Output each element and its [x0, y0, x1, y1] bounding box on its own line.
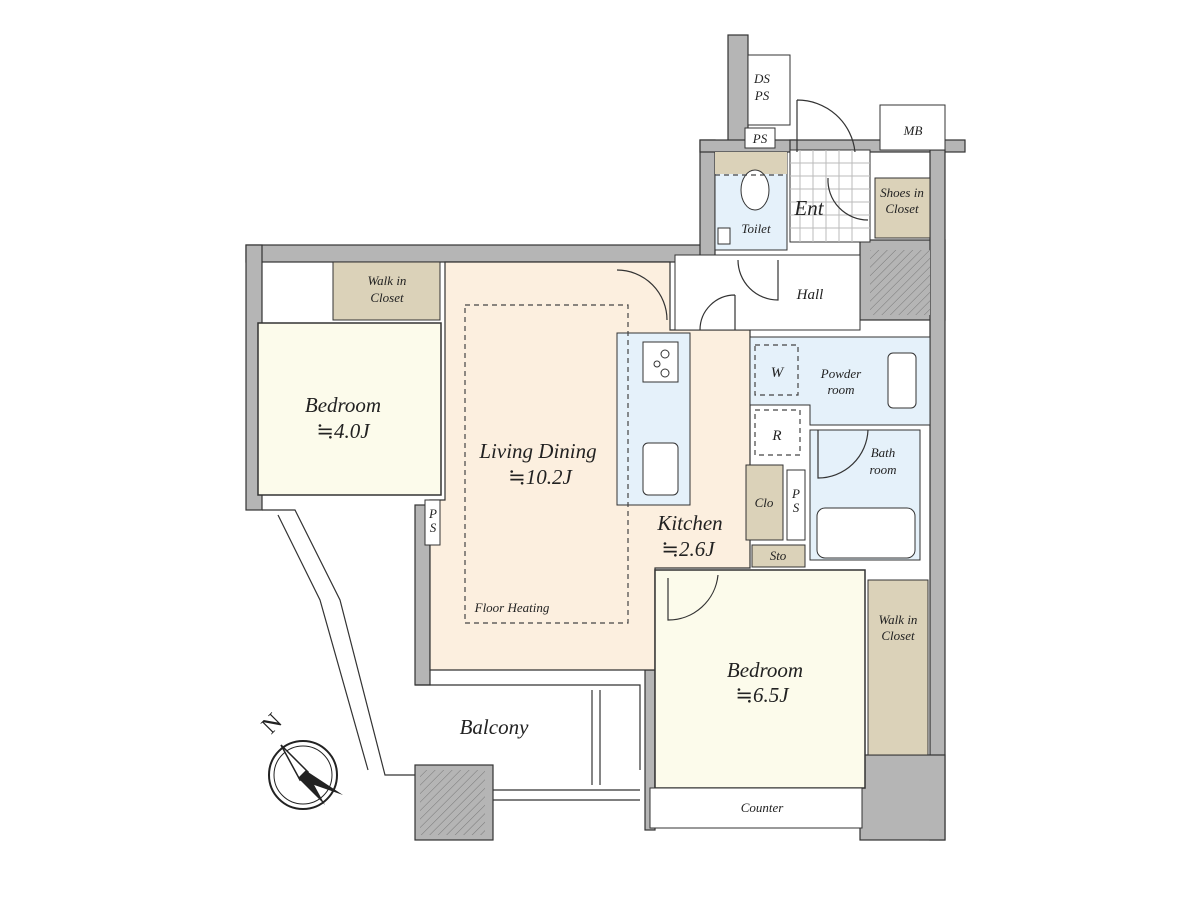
stove-icon — [642, 341, 679, 383]
ps-left-p: P — [428, 506, 437, 521]
ds-ps-line1: DS — [753, 71, 770, 86]
ps-left-area — [424, 499, 441, 546]
walls — [245, 34, 966, 841]
walk-in-closet-left-area — [332, 261, 441, 321]
kitchen-name: Kitchen — [656, 511, 722, 535]
walk-in-closet-right-area — [867, 579, 929, 756]
ps-top-label: PS — [752, 131, 768, 146]
powder-room-area — [749, 336, 931, 426]
floor-heating-label: Floor Heating — [474, 600, 550, 615]
entrance-area — [789, 149, 871, 243]
kitchen-size: ≒2.6J — [661, 537, 716, 561]
bathtub-icon — [816, 507, 916, 559]
counter-area — [649, 787, 863, 829]
walk-in-closet-right-line2: Closet — [881, 628, 915, 643]
counter-label: Counter — [741, 800, 785, 815]
walk-in-closet-left-line1: Walk in — [368, 273, 407, 288]
living-dining-size: ≒10.2J — [508, 465, 573, 489]
washer-label: W — [771, 365, 785, 381]
ps-kitchen-area — [786, 469, 806, 541]
powder-room-line1: Powder — [820, 366, 862, 381]
meter-box-label: MB — [903, 123, 923, 138]
walk-in-closet-right-line1: Walk in — [879, 612, 918, 627]
ds-ps-area — [747, 54, 791, 126]
washer-space — [754, 344, 799, 396]
ds-ps-line2: PS — [754, 88, 770, 103]
ps-kitchen-p: P — [791, 486, 800, 501]
living-dining-name: Living Dining — [478, 439, 596, 463]
shoes-closet-line1: Shoes in — [880, 185, 924, 200]
balcony-label: Balcony — [460, 715, 529, 739]
powder-room-line2: room — [828, 382, 855, 397]
shoes-closet-area — [874, 177, 931, 239]
shoes-closet-line2: Closet — [885, 201, 919, 216]
bedroom-small-area — [257, 322, 442, 496]
bedroom-small-size: ≒4.0J — [316, 419, 371, 443]
hall-label: Hall — [796, 287, 824, 303]
bath-room-line2: room — [870, 462, 897, 477]
labels: Bedroom ≒4.0J Living Dining ≒10.2J Kitch… — [305, 71, 924, 815]
sink-icon — [642, 442, 679, 496]
meter-box-area — [879, 104, 946, 151]
bedroom-large-size: ≒6.5J — [735, 683, 790, 707]
storage-area — [751, 544, 806, 568]
refrigerator-space — [754, 409, 801, 456]
floor-heating-zone — [464, 304, 629, 624]
bedroom-small-name: Bedroom — [305, 393, 381, 417]
closet-short-label: Clo — [755, 495, 774, 510]
washbasin-icon — [887, 352, 917, 409]
refrigerator-label: R — [771, 428, 781, 444]
ps-kitchen-s: S — [793, 500, 800, 515]
bath-room-line1: Bath — [871, 445, 896, 460]
walk-in-closet-left-line2: Closet — [370, 290, 404, 305]
toilet-label: Toilet — [741, 221, 771, 236]
bedroom-large-name: Bedroom — [727, 658, 803, 682]
ps-left-s: S — [430, 520, 437, 535]
ps-top-area — [744, 127, 776, 149]
compass-icon: N — [257, 709, 343, 810]
storage-label: Sto — [770, 548, 787, 563]
balcony-outline — [262, 509, 641, 801]
hall-area — [674, 254, 861, 331]
fixtures — [262, 99, 917, 801]
toilet-bowl-icon — [740, 169, 770, 211]
entrance-label: Ent — [793, 196, 824, 220]
entry-door — [796, 99, 856, 153]
compass-north-label: N — [257, 709, 288, 740]
closet-short-area — [745, 464, 784, 541]
